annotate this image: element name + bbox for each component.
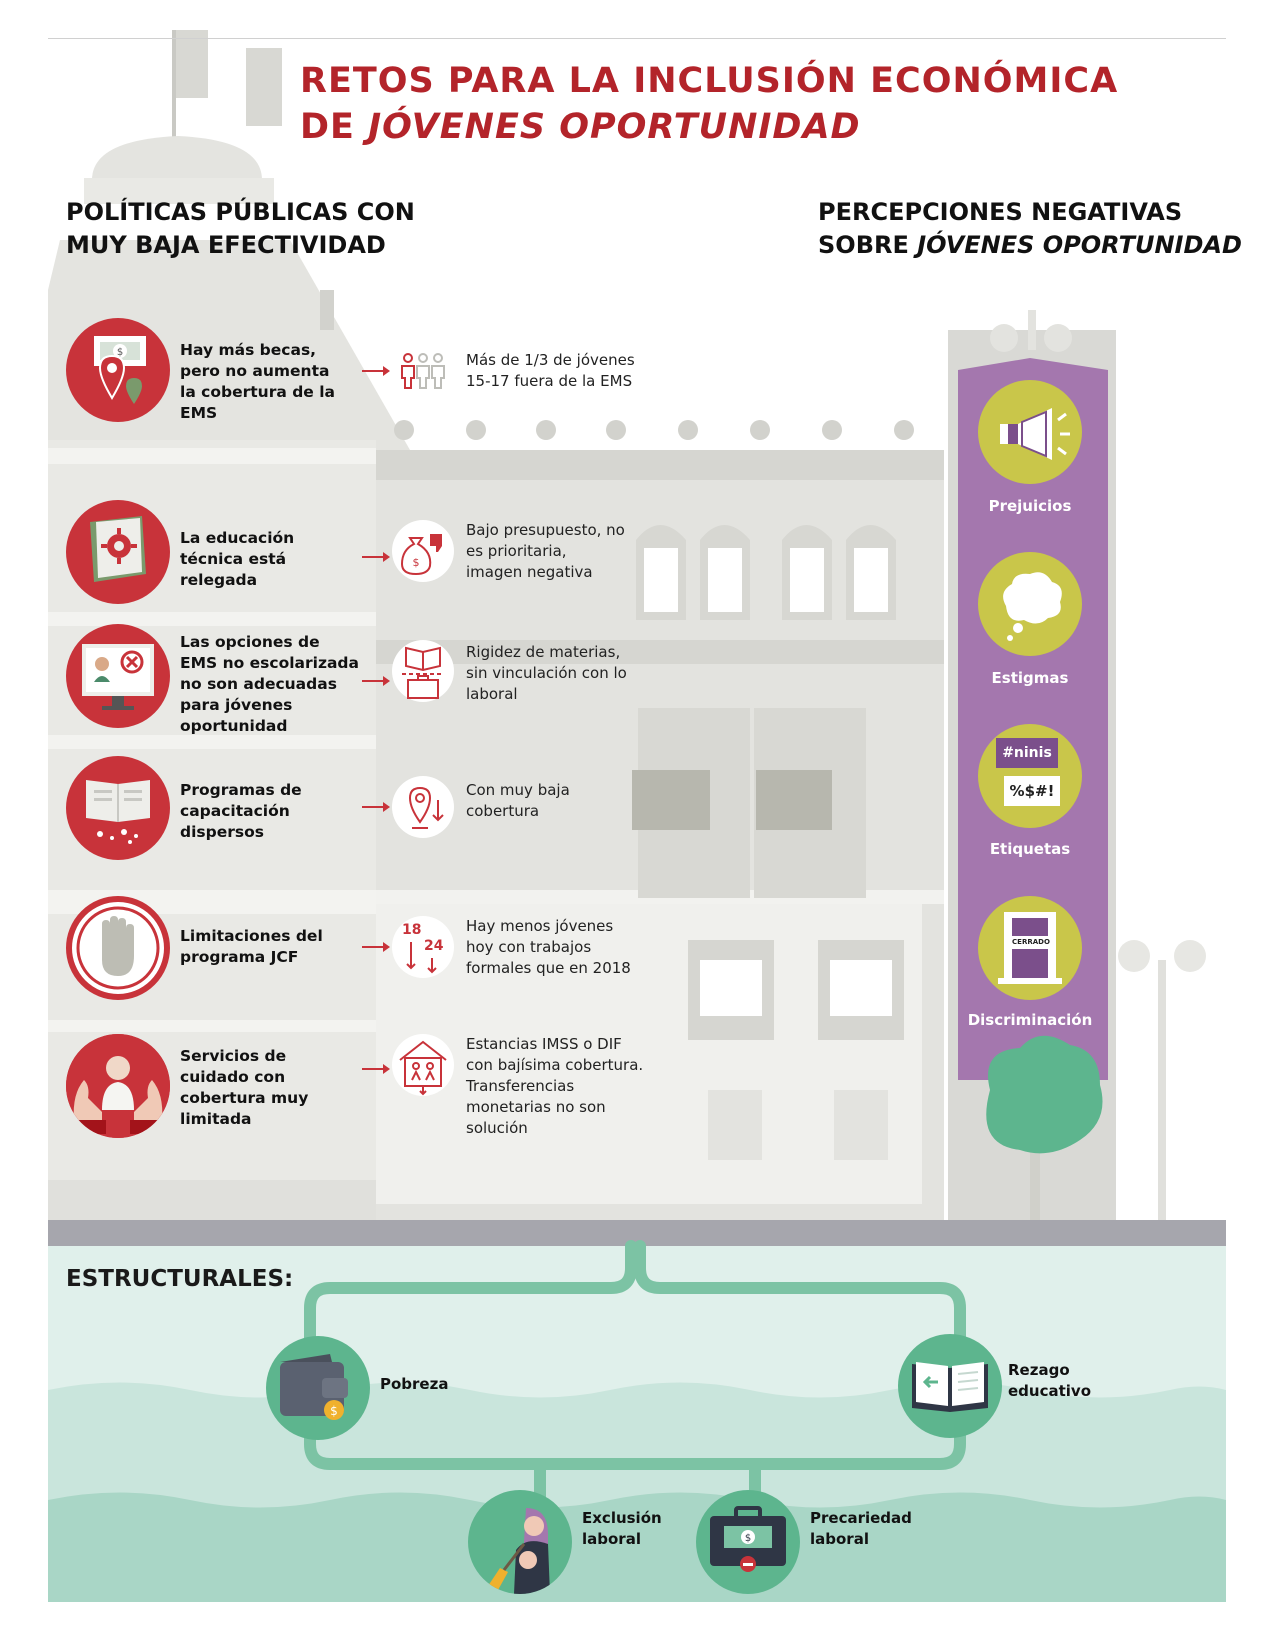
closed-door-icon: CERRADO <box>978 896 1082 1000</box>
perception-label-3: Etiquetas <box>989 840 1071 858</box>
scattered-book-icon <box>66 756 170 860</box>
arrow-icon <box>362 1064 390 1074</box>
perception-label-1: Prejuicios <box>988 497 1072 515</box>
hashtag-bubble: #ninis <box>996 738 1058 768</box>
structural-heading: ESTRUCTURALES: <box>66 1266 294 1292</box>
title-line-2: DE JÓVENES OPORTUNIDAD <box>300 107 861 147</box>
baby-hands-icon <box>66 1034 170 1138</box>
technical-book-gear-icon <box>66 500 170 604</box>
stop-hand-icon <box>66 896 170 1000</box>
speech-bubbles-icon: #ninis %$#! <box>978 724 1082 828</box>
decline-number-start: 18 <box>402 922 422 938</box>
thought-cloud-icon <box>978 552 1082 656</box>
arrow-icon <box>362 676 390 686</box>
policy-detail-1: Más de 1/3 de jóvenes 15-17 fuera de la … <box>466 351 635 390</box>
megaphone-icon <box>978 380 1082 484</box>
open-book-icon <box>898 1334 1002 1438</box>
decline-numbers-icon: 18 24 <box>392 916 454 978</box>
arrow-icon <box>362 802 390 812</box>
structural-label-4: Precariedad laboral <box>810 1509 912 1548</box>
closed-sign: CERRADO <box>1012 936 1050 949</box>
title-line-1: RETOS PARA LA INCLUSIÓN ECONÓMICA <box>300 61 1119 101</box>
perceptions-heading: PERCEPCIONES NEGATIVAS SOBRE JÓVENES OPO… <box>818 198 1242 259</box>
people-icon <box>392 340 454 402</box>
perception-label-4: Discriminación <box>967 1011 1093 1029</box>
svg-text:$: $ <box>413 556 420 569</box>
policy-label-2: La educación técnica está relegada <box>180 529 295 589</box>
structural-label-1: Pobreza <box>380 1375 449 1393</box>
daycare-house-icon <box>392 1034 454 1096</box>
wallet-icon: $ <box>266 1336 370 1440</box>
policy-label-4: Programas de capacitación dispersos <box>180 781 302 841</box>
svg-text:$: $ <box>117 347 123 358</box>
perception-label-2: Estigmas <box>991 669 1069 687</box>
policy-detail-6: Estancias IMSS o DIF con bajísima cobert… <box>466 1035 644 1137</box>
scholarship-map-pin-icon: $ <box>66 318 170 422</box>
policy-detail-5: Hay menos jóvenes hoy con trabajos forma… <box>466 917 631 977</box>
briefcase-money-icon: $ <box>696 1490 800 1594</box>
top-divider <box>48 38 1226 39</box>
policy-detail-4: Con muy baja cobertura <box>466 781 570 820</box>
policy-detail-2: Bajo presupuesto, no es prioritaria, ima… <box>466 521 625 581</box>
svg-text:$: $ <box>330 1404 338 1418</box>
structural-label-3: Exclusión laboral <box>582 1509 662 1548</box>
policies-heading: POLÍTICAS PÚBLICAS CON MUY BAJA EFECTIVI… <box>66 198 415 259</box>
svg-text:$: $ <box>745 1533 751 1544</box>
policy-label-1: Hay más becas, pero no aumenta la cobert… <box>180 341 335 422</box>
policy-label-5: Limitaciones del programa JCF <box>180 927 323 966</box>
page-title: RETOS PARA LA INCLUSIÓN ECONÓMICA DE JÓV… <box>300 58 1118 150</box>
policy-label-3: Las opciones de EMS no escolarizada no s… <box>180 633 359 735</box>
book-briefcase-icon <box>392 640 454 702</box>
arrow-icon <box>362 552 390 562</box>
location-down-icon <box>392 776 454 838</box>
money-bag-thumbs-down-icon: $ <box>392 520 454 582</box>
title-italic: JÓVENES OPORTUNIDAD <box>368 107 861 147</box>
online-class-monitor-icon <box>66 624 170 728</box>
arrow-icon <box>362 366 390 376</box>
symbols-bubble: %$#! <box>1004 776 1060 806</box>
structural-label-2: Rezago educativo <box>1008 1361 1091 1400</box>
arrow-icon <box>362 942 390 952</box>
decline-number-end: 24 <box>424 938 444 954</box>
policy-label-6: Servicios de cuidado con cobertura muy l… <box>180 1047 309 1128</box>
woman-broom-icon <box>468 1490 572 1594</box>
policy-detail-3: Rigidez de materias, sin vinculación con… <box>466 643 627 703</box>
